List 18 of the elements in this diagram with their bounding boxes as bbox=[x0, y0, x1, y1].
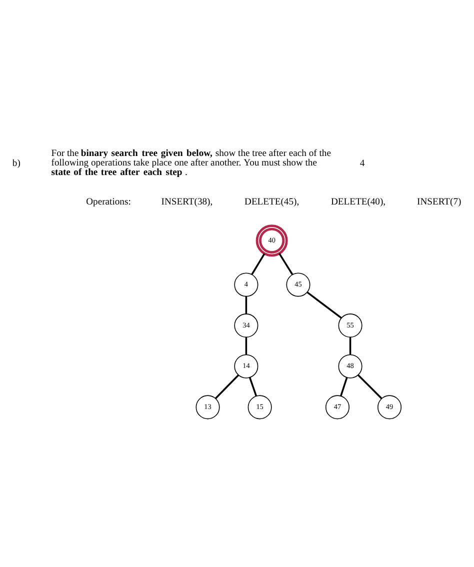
label: b) bbox=[12, 158, 20, 169]
connector bbox=[349, 337, 352, 355]
connector bbox=[340, 377, 348, 396]
connector bbox=[358, 374, 382, 400]
label: INSERT(38), bbox=[161, 196, 213, 208]
connector bbox=[245, 296, 248, 314]
label: DELETE(40), bbox=[330, 196, 386, 208]
label: INSERT(7) bbox=[417, 196, 462, 208]
connector bbox=[214, 374, 240, 400]
connector bbox=[251, 253, 266, 275]
label: 4 bbox=[360, 158, 365, 169]
connector bbox=[248, 377, 258, 396]
label: For the binary search tree given below, show the tree after each of the following operations take place one after another. You must show the state of the tree after each step. bbox=[51, 148, 331, 178]
connector bbox=[306, 292, 342, 319]
connector bbox=[245, 337, 248, 355]
label: Operations: bbox=[86, 196, 131, 208]
connector bbox=[278, 253, 294, 275]
label: DELETE(45), bbox=[244, 196, 300, 208]
